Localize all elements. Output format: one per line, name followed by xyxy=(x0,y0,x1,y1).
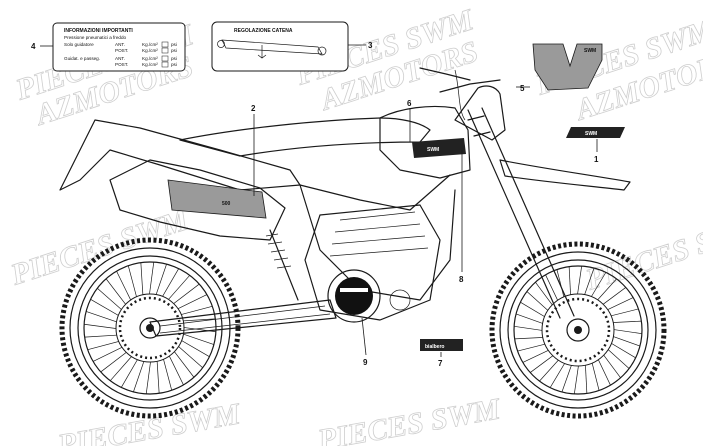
watermark-text: PIECES SWM xyxy=(315,392,504,446)
tyre-unit-psi: psi xyxy=(171,62,177,67)
callout-7: 7 xyxy=(438,359,443,368)
chain-regulation-label: REGOLAZIONE CATENA xyxy=(211,21,349,72)
tyre-pressure-label: INFORMAZIONI IMPORTANTI Pressione pneuma… xyxy=(52,22,186,72)
watermark-text: PIECES SWM xyxy=(6,203,194,292)
callout-6: 6 xyxy=(407,99,412,108)
tyre-unit-kg: Kg./cm² xyxy=(142,42,158,47)
motorcycle-drawing: 500 2 SWM 6 9 xyxy=(59,67,667,419)
seat xyxy=(179,117,431,157)
fuel-tank-shroud xyxy=(379,105,471,179)
chain-line xyxy=(159,305,326,327)
tyre-unit-psi: psi xyxy=(171,56,177,61)
decal-2-model: 500 xyxy=(222,201,231,207)
decal-7-text: bialbero xyxy=(425,344,444,350)
tyre-value-box xyxy=(161,47,169,54)
tyre-value-box xyxy=(161,61,169,68)
rear-hub xyxy=(139,317,161,339)
engine-fins xyxy=(329,211,429,257)
tyre-label-subtitle: Pressione pneumatici a freddo xyxy=(64,35,126,40)
front-tyre-knobs xyxy=(489,241,667,419)
tyre-pressure-label-frame xyxy=(52,22,186,72)
decal-5-brand: SWM xyxy=(584,48,596,54)
side-panel-exhaust xyxy=(109,159,286,241)
callout-5: 5 xyxy=(520,84,525,93)
leader-line-9 xyxy=(361,317,367,356)
chain-swingarm-sketch xyxy=(221,39,323,55)
chain-label-frame xyxy=(211,21,349,72)
shock-spring xyxy=(265,233,292,269)
headlight-mask xyxy=(454,85,506,141)
decal-6-brand: SWM xyxy=(427,147,439,153)
rear-shock xyxy=(269,229,299,301)
decal-1-badge xyxy=(566,127,625,138)
watermark-text: PIECES SWM xyxy=(55,397,244,446)
decal-6-badge xyxy=(412,138,466,158)
chain-slack-arrow xyxy=(257,45,267,59)
decal-9-band xyxy=(340,288,368,292)
tyre-row1-name: Solo guidatore xyxy=(64,42,94,47)
chain-line xyxy=(159,313,331,334)
decal-9-cover xyxy=(335,277,373,315)
swingarm xyxy=(149,299,337,337)
frame xyxy=(299,174,456,301)
decal-1-brand: SWM xyxy=(585,131,597,137)
tyre-label-title: INFORMAZIONI IMPORTANTI xyxy=(64,28,133,34)
callout-4: 4 xyxy=(31,42,36,51)
chain-label-title: REGOLAZIONE CATENA xyxy=(234,28,293,34)
front-axle xyxy=(574,326,582,334)
front-hub xyxy=(566,318,590,342)
rear-wheel xyxy=(59,237,241,419)
rear-rim-inner xyxy=(83,261,217,395)
tyre-unit-kg: Kg./cm² xyxy=(142,62,158,67)
engine-sprocket xyxy=(389,289,411,311)
chain-sprocket-sketch xyxy=(217,40,225,48)
callout-8: 8 xyxy=(459,275,464,284)
rear-disc-holes xyxy=(118,296,182,360)
chain-sprocket-sketch xyxy=(317,46,327,56)
front-rim xyxy=(507,259,649,401)
tyre-row1-ant: ANT. xyxy=(115,42,125,47)
decal-2-panel xyxy=(167,179,267,219)
callout-3: 3 xyxy=(368,41,373,50)
front-tyre xyxy=(499,251,657,409)
tyre-value-box xyxy=(161,55,169,62)
tyre-unit-psi: psi xyxy=(171,48,177,53)
front-disc-holes xyxy=(545,297,611,363)
engine-cover xyxy=(327,269,381,323)
tyre-unit-kg: Kg./cm² xyxy=(142,48,158,53)
tyre-row2-post: POST. xyxy=(115,62,128,67)
tyre-row2-ant: ANT. xyxy=(115,56,125,61)
tyre-unit-kg: Kg./cm² xyxy=(142,56,158,61)
rear-rim xyxy=(77,255,223,401)
engine: 9 xyxy=(304,204,441,367)
engine-block xyxy=(304,204,441,321)
cables xyxy=(454,69,466,121)
tyre-unit-psi: psi xyxy=(171,42,177,47)
callout-9: 9 xyxy=(363,358,368,367)
handlebar xyxy=(419,67,501,93)
tyre-row2-name: Guidat. e passeg. xyxy=(64,56,100,61)
callout-2: 2 xyxy=(251,104,256,113)
decal-5-shape xyxy=(532,43,603,91)
front-wheel xyxy=(489,241,667,419)
tyre-row1-post: POST. xyxy=(115,48,128,53)
decal-7-badge xyxy=(420,339,463,351)
front-rim-inner xyxy=(513,265,643,395)
front-spokes xyxy=(514,266,642,394)
rear-fender-tail xyxy=(59,119,301,191)
front-fender xyxy=(499,159,631,191)
tyre-value-box xyxy=(161,41,169,48)
callout-1: 1 xyxy=(594,155,599,164)
front-fork xyxy=(467,107,575,319)
